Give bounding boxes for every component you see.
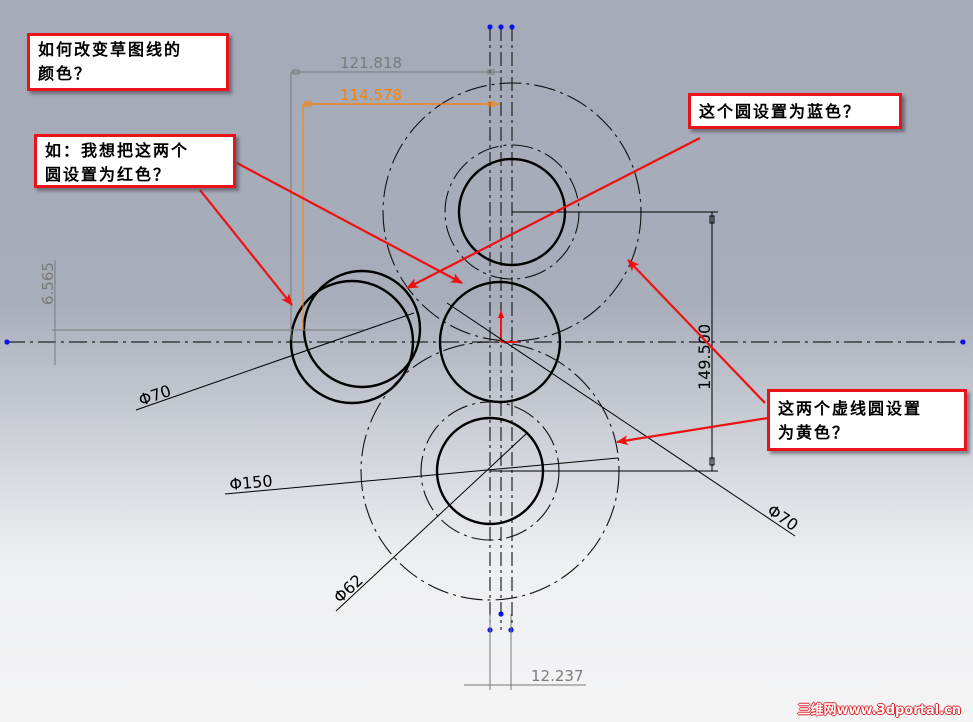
- callout-line: 颜色？: [38, 64, 93, 83]
- dimension-label[interactable]: Φ70: [764, 501, 802, 535]
- sketch-point[interactable]: [498, 611, 504, 617]
- dimension-label[interactable]: Φ150: [229, 471, 274, 494]
- callout-line: 圆设置为红色？: [45, 165, 172, 184]
- dimension-label[interactable]: Φ62: [330, 571, 367, 607]
- dimension-label[interactable]: 114.578: [340, 86, 402, 104]
- watermark: 三维网www.3dportal.cn: [797, 703, 961, 718]
- dimension-label[interactable]: 121.818: [340, 54, 402, 72]
- callout-red-circles: 如：我想把这两个 圆设置为红色？: [34, 134, 236, 188]
- callout-line: 为黄色？: [778, 423, 851, 442]
- callout-blue-circle: 这个圆设置为蓝色？: [688, 93, 902, 129]
- dimension-12-237[interactable]: 12.237: [464, 614, 586, 690]
- origin-icon: [498, 310, 517, 343]
- left-solid-circle-b[interactable]: [302, 269, 422, 389]
- middle-solid-circle[interactable]: [438, 280, 562, 404]
- callout-line: 如：我想把这两个: [45, 141, 190, 160]
- arrow-red-1: [199, 189, 293, 306]
- sketch-point[interactable]: [487, 24, 493, 30]
- left-solid-circle-a[interactable]: [289, 279, 415, 405]
- sketch-point[interactable]: [498, 24, 504, 30]
- diameter-dimension-70-left[interactable]: Φ70: [135, 312, 415, 411]
- callout-question: 如何改变草图线的 颜色？: [27, 33, 229, 91]
- diameter-dimension-150[interactable]: Φ150: [224, 457, 619, 495]
- sketch-point[interactable]: [509, 24, 515, 30]
- dimension-label[interactable]: 6.565: [39, 262, 57, 305]
- arrow-yellow-2: [616, 416, 769, 446]
- callout-line: 这个圆设置为蓝色？: [699, 102, 862, 121]
- dimension-label[interactable]: 12.237: [531, 667, 584, 685]
- callout-line: 如何改变草图线的: [38, 40, 183, 59]
- dimension-6-565[interactable]: 6.565: [39, 260, 364, 365]
- dimension-114-578[interactable]: 114.578: [302, 86, 500, 330]
- arrow-yellow-1: [627, 259, 766, 404]
- arrow-blue-target: [406, 137, 701, 289]
- annotation-arrows: [199, 137, 769, 446]
- sketch-point[interactable]: [4, 339, 10, 345]
- arrow-red-2: [236, 162, 463, 284]
- callout-line: 这两个虚线圆设置: [778, 399, 923, 418]
- sketch-point[interactable]: [960, 339, 966, 345]
- dimension-label[interactable]: Φ70: [136, 381, 173, 410]
- dimension-label[interactable]: 149.500: [695, 324, 714, 390]
- callout-yellow-circles: 这两个虚线圆设置 为黄色？: [767, 389, 967, 451]
